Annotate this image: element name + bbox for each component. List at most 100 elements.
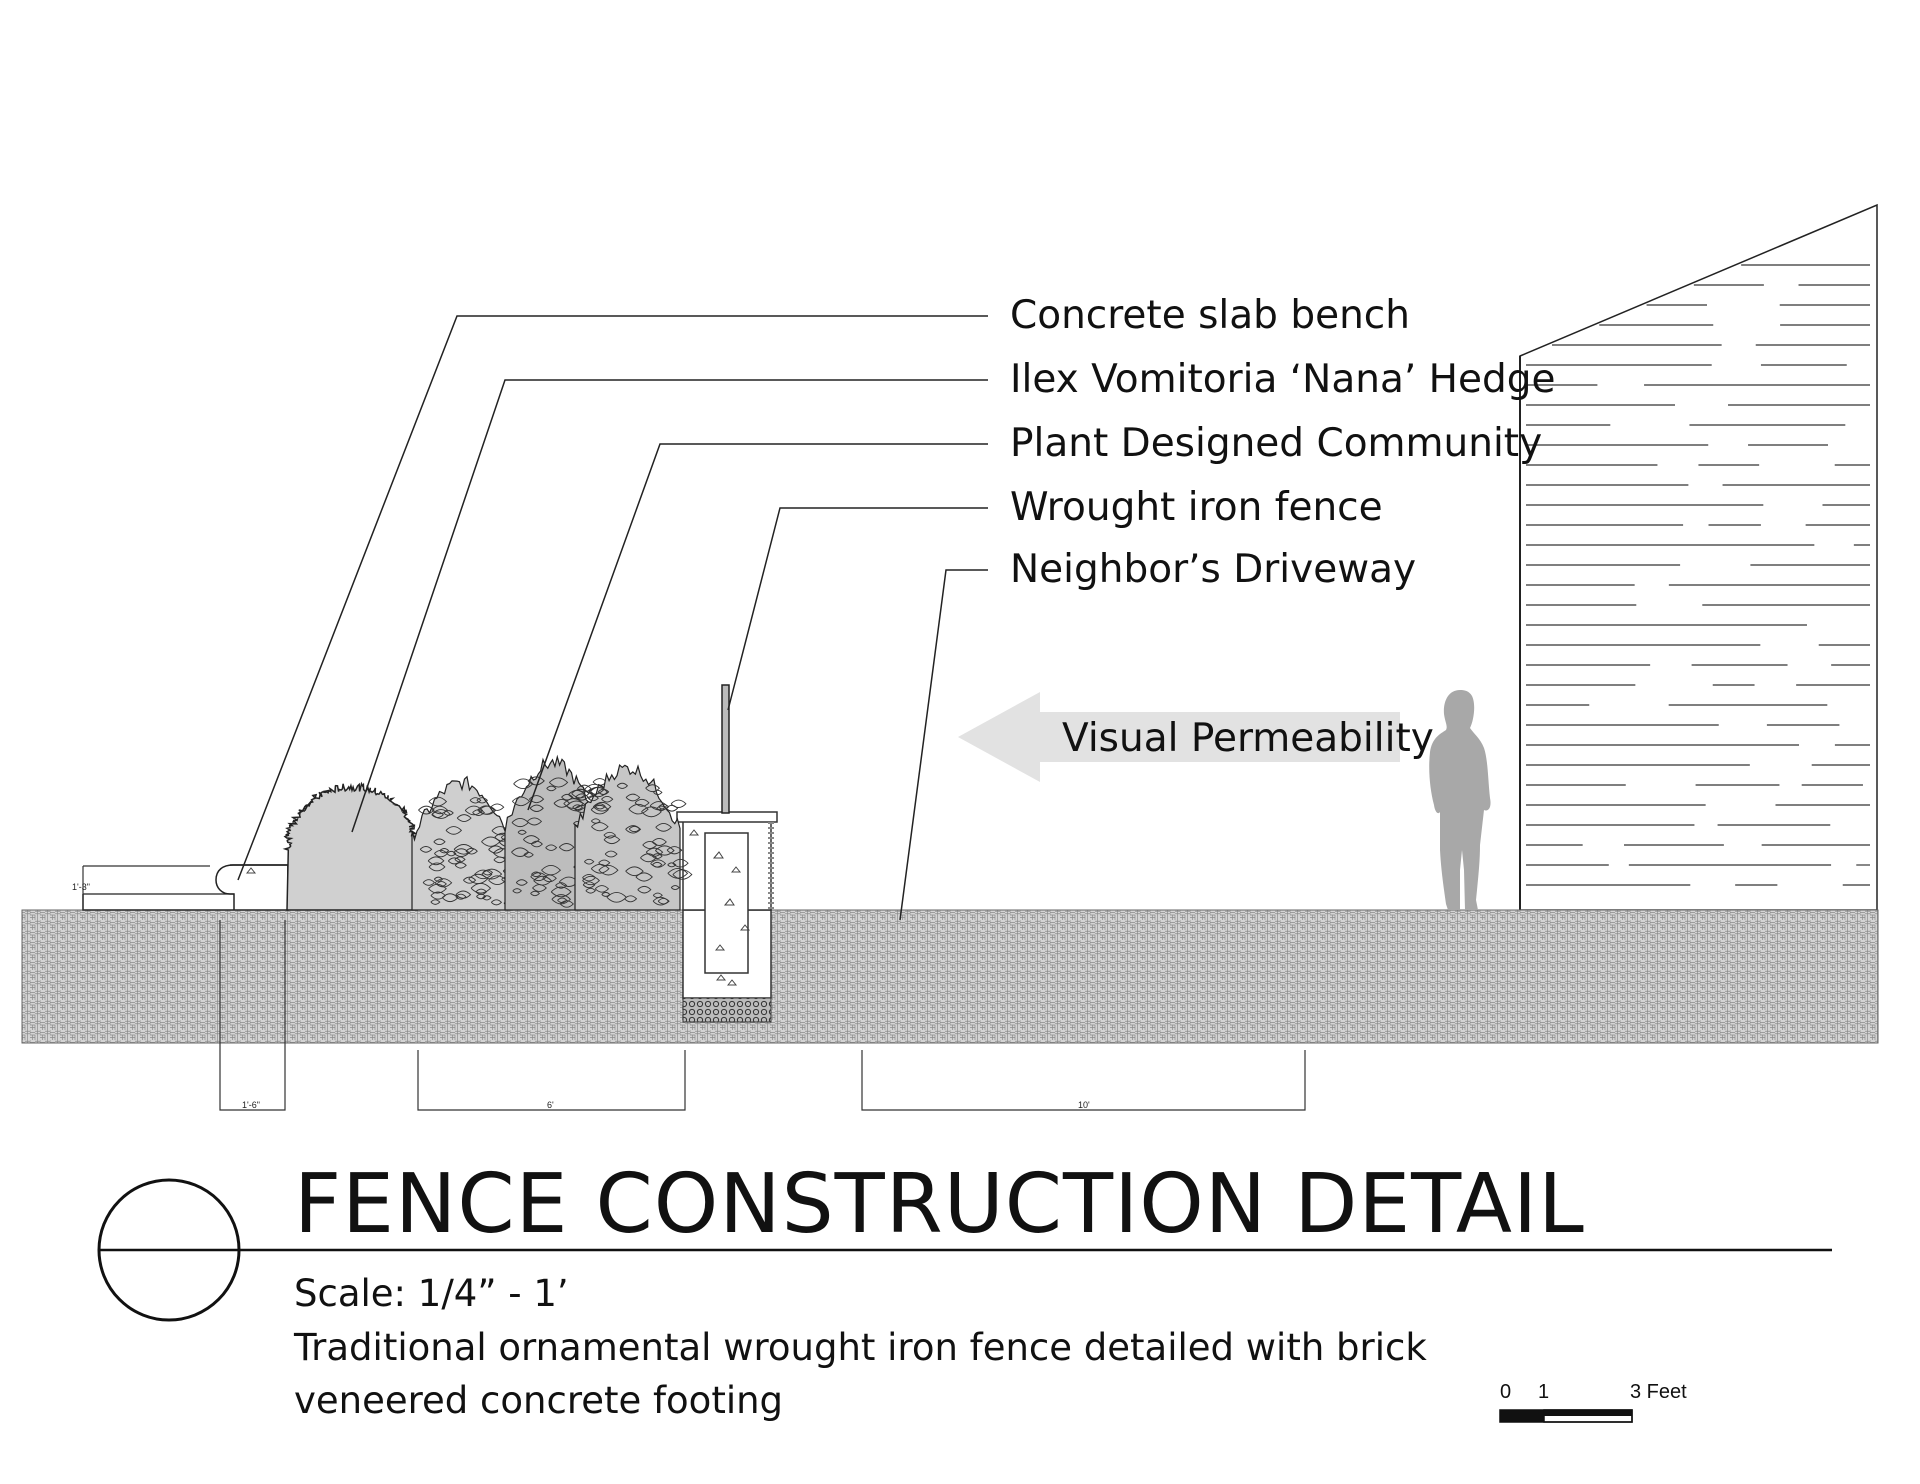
leaf-mark	[655, 845, 675, 856]
leaf-mark	[670, 885, 680, 891]
leaf-mark	[523, 835, 540, 844]
leaf-mark	[625, 793, 641, 802]
leaf-mark	[658, 803, 670, 810]
visual-permeability-label: Visual Permeability	[1062, 716, 1434, 761]
leaf-mark	[640, 853, 657, 863]
leaf-mark	[433, 876, 444, 882]
leaf-mark	[625, 825, 642, 834]
leaf-mark	[530, 872, 548, 882]
leaf-mark	[488, 845, 504, 854]
ilex-hedge-shrub	[282, 781, 424, 911]
leaf-mark	[670, 799, 687, 808]
leaf-mark	[431, 805, 448, 815]
leaf-mark	[591, 818, 601, 824]
leaf-mark	[512, 796, 531, 807]
neighbor-building	[1519, 203, 1878, 911]
leaf-mark	[443, 810, 454, 816]
leaf-mark	[464, 805, 484, 816]
leaf-mark	[665, 804, 679, 812]
description-line-2: veneered concrete footing	[294, 1379, 783, 1422]
leaf-mark	[490, 803, 505, 811]
leaf-mark	[592, 801, 612, 812]
plant-cluster-0	[411, 775, 513, 911]
leaf-mark	[585, 887, 597, 894]
dim-planting-width: 6'	[547, 1100, 554, 1110]
leaf-mark	[557, 897, 568, 904]
leaf-mark	[634, 798, 650, 807]
leaf-mark	[445, 826, 463, 835]
title-block: FENCE CONSTRUCTION DETAIL Scale: 1/4” - …	[97, 1157, 1832, 1422]
leaf-mark	[624, 895, 638, 903]
leaf-mark	[529, 804, 544, 812]
leaf-mark	[546, 785, 557, 792]
leaf-mark	[628, 803, 649, 815]
leaf-mark	[476, 893, 487, 900]
leaf-mark	[422, 879, 436, 886]
graphic-scale-bar: 0 1 3 Feet	[1499, 1381, 1687, 1423]
leaf-mark	[571, 788, 590, 799]
plant-community-shrubs	[411, 754, 693, 911]
description-line-1: Traditional ornamental wrought iron fenc…	[293, 1326, 1427, 1369]
callout-leaders	[237, 315, 988, 921]
leaf-mark	[469, 797, 482, 804]
leaf-mark	[590, 804, 609, 815]
leaf-mark	[597, 788, 610, 795]
leaf-mark	[468, 873, 489, 885]
scale-note: Scale: 1/4” - 1’	[294, 1272, 569, 1315]
visual-permeability-arrow: Visual Permeability	[958, 692, 1434, 782]
leaf-mark	[604, 850, 618, 858]
leaf-mark	[672, 869, 693, 880]
leaf-mark	[584, 858, 595, 865]
leaf-mark	[447, 857, 461, 865]
scale-bar-label-1: 1	[1538, 1381, 1549, 1403]
leaf-mark	[603, 831, 617, 839]
leaf-mark	[526, 817, 543, 826]
leaf-mark	[551, 894, 572, 905]
leaf-mark	[637, 885, 652, 894]
leaf-mark	[590, 863, 610, 874]
leaf-mark	[582, 881, 596, 889]
leaf-mark	[419, 846, 433, 853]
leaf-mark	[641, 806, 662, 818]
leaf-mark	[428, 862, 446, 872]
leaf-mark	[594, 885, 610, 893]
callout-neighbor-driveway: Neighbor’s Driveway	[1010, 547, 1416, 592]
leaf-mark	[541, 864, 562, 876]
ground-section	[21, 909, 1879, 1044]
leaf-mark	[517, 829, 527, 835]
leaf-mark	[418, 805, 435, 815]
callout-labels: Concrete slab bench Ilex Vomitoria ‘Nana…	[1010, 293, 1556, 592]
leaf-mark	[606, 891, 627, 903]
scale-bar-label-3: 3 Feet	[1630, 1381, 1687, 1403]
dim-bench-height: 1'-3"	[72, 882, 90, 892]
dimension-lines	[82, 865, 1306, 1111]
concrete-slab-bench	[82, 864, 289, 911]
leaf-mark	[439, 848, 450, 854]
leaf-mark	[474, 869, 493, 880]
leaf-mark	[531, 871, 542, 878]
leaf-mark	[441, 893, 459, 903]
leaf-mark	[628, 825, 641, 833]
leaf-mark	[657, 898, 670, 905]
leaf-mark	[582, 875, 600, 886]
leaf-mark	[642, 840, 658, 849]
leaf-mark	[434, 849, 448, 858]
leaf-mark	[512, 888, 522, 894]
leaf-mark	[490, 899, 503, 906]
leaf-mark	[515, 879, 528, 886]
leaf-mark	[453, 844, 475, 855]
leaf-mark	[652, 861, 663, 868]
leaf-mark	[463, 876, 477, 884]
leaf-mark	[558, 843, 575, 852]
callout-plant-community: Plant Designed Community	[1010, 421, 1542, 466]
leaf-mark	[476, 797, 488, 804]
callout-concrete-bench: Concrete slab bench	[1010, 293, 1410, 338]
leaf-mark	[482, 895, 492, 901]
leaf-mark	[550, 886, 572, 898]
leaf-mark	[587, 795, 599, 802]
leaf-mark	[572, 804, 584, 811]
leaf-mark	[433, 838, 446, 846]
dim-bench-width: 1'-6"	[242, 1100, 260, 1110]
leaf-mark	[652, 853, 663, 860]
